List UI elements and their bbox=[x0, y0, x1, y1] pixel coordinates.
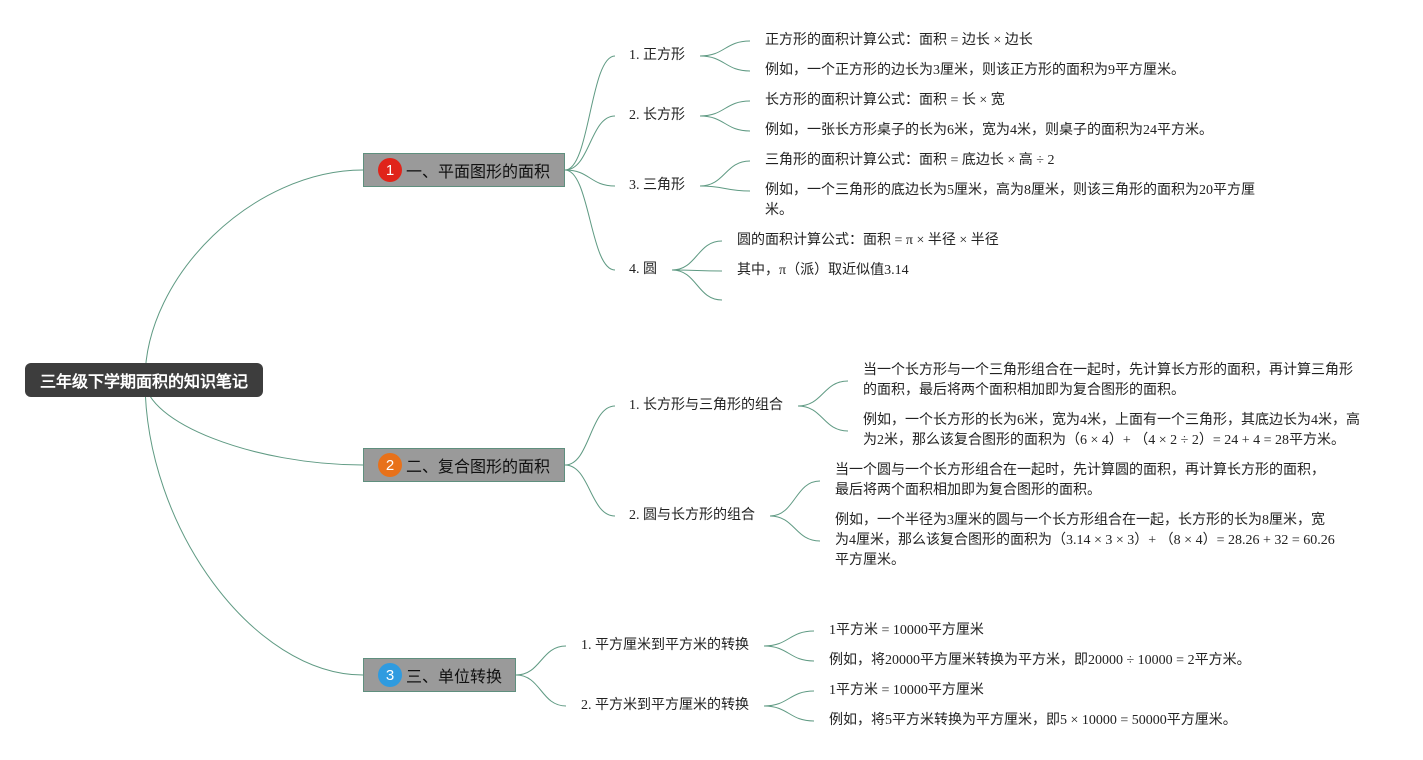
link-b3s2-l2 bbox=[763, 705, 815, 722]
link-b1s1-l2 bbox=[699, 55, 751, 72]
leaf-m2-cm2-example[interactable]: 例如，将5平方米转换为平方厘米，即5 × 10000 = 50000平方厘米。 bbox=[829, 713, 1237, 728]
link-b1s1-l1 bbox=[699, 40, 751, 57]
branch-topic-unit-conversion[interactable]: 3 三、单位转换 bbox=[363, 658, 516, 692]
link-b3-s1 bbox=[515, 645, 567, 676]
leaf-rect-tri-rule[interactable]: 当一个长方形与一个三角形组合在一起时，先计算长方形的面积，再计算三角形的面积，最… bbox=[863, 363, 1353, 398]
link-b2s2-l2 bbox=[769, 515, 821, 542]
link-b3-s2 bbox=[515, 674, 567, 707]
leaf-m2-cm2-rule[interactable]: 1平方米 = 10000平方厘米 bbox=[829, 683, 984, 698]
link-b3s1-l1 bbox=[763, 630, 815, 647]
branch-title: 一、平面图形的面积 bbox=[406, 164, 551, 181]
subtopic-rectangle[interactable]: 2. 长方形 bbox=[629, 108, 685, 123]
leaf-rect-tri-example[interactable]: 例如，一个长方形的长为6米，宽为4米，上面有一个三角形，其底边长为4米，高为2米… bbox=[863, 413, 1360, 448]
leaf-square-formula[interactable]: 正方形的面积计算公式：面积 = 边长 × 边长 bbox=[765, 33, 1033, 48]
subtopic-triangle[interactable]: 3. 三角形 bbox=[629, 178, 685, 193]
link-b1s4-l1 bbox=[671, 240, 723, 271]
link-b1s4-l3 bbox=[671, 269, 723, 301]
subtopic-circle[interactable]: 4. 圆 bbox=[629, 262, 657, 277]
leaf-rectangle-formula[interactable]: 长方形的面积计算公式：面积 = 长 × 宽 bbox=[765, 93, 1005, 108]
link-b3s2-l1 bbox=[763, 690, 815, 707]
link-root-branch-3 bbox=[144, 379, 364, 676]
link-b1s3-l1 bbox=[699, 160, 751, 187]
subtopic-circle-rectangle[interactable]: 2. 圆与长方形的组合 bbox=[629, 508, 755, 523]
link-b3s1-l2 bbox=[763, 645, 815, 662]
leaf-circle-rect-rule[interactable]: 当一个圆与一个长方形组合在一起时，先计算圆的面积，再计算长方形的面积，最后将两个… bbox=[835, 463, 1325, 498]
branch-title: 三、单位转换 bbox=[406, 669, 503, 686]
branch-topic-plane-area[interactable]: 1 一、平面图形的面积 bbox=[363, 153, 565, 187]
leaf-triangle-formula[interactable]: 三角形的面积计算公式：面积 = 底边长 × 高 ÷ 2 bbox=[765, 153, 1055, 168]
link-b2s1-l2 bbox=[797, 405, 849, 432]
leaf-circle-note[interactable]: 其中，π（派）取近似值3.14 bbox=[737, 263, 909, 278]
leaf-circle-rect-example[interactable]: 例如，一个半径为3厘米的圆与一个长方形组合在一起，长方形的长为8厘米，宽为4厘米… bbox=[835, 513, 1335, 568]
link-b2-s2 bbox=[564, 464, 616, 517]
subtopic-square[interactable]: 1. 正方形 bbox=[629, 48, 685, 63]
root-topic[interactable]: 三年级下学期面积的知识笔记 bbox=[25, 363, 263, 397]
link-root-branch-1 bbox=[144, 169, 364, 381]
link-b1-s1 bbox=[564, 55, 616, 171]
badge-number-1: 1 bbox=[378, 158, 402, 182]
branch-title: 二、复合图形的面积 bbox=[406, 459, 551, 476]
link-b1s2-l2 bbox=[699, 115, 751, 132]
link-b1-s3 bbox=[564, 169, 616, 187]
link-b2s1-l1 bbox=[797, 380, 849, 407]
link-b1-s2 bbox=[564, 115, 616, 171]
branch-topic-composite-area[interactable]: 2 二、复合图形的面积 bbox=[363, 448, 565, 482]
leaf-cm2-m2-rule[interactable]: 1平方米 = 10000平方厘米 bbox=[829, 623, 984, 638]
root-title: 三年级下学期面积的知识笔记 bbox=[39, 374, 248, 391]
link-b1s3-l2 bbox=[699, 185, 751, 192]
link-b2s2-l1 bbox=[769, 480, 821, 517]
badge-number-2: 2 bbox=[378, 453, 402, 477]
link-b1-s4 bbox=[564, 169, 616, 271]
badge-number-3: 3 bbox=[378, 663, 402, 687]
link-b1s2-l1 bbox=[699, 100, 751, 117]
link-b1s4-l2 bbox=[671, 269, 723, 272]
leaf-circle-formula[interactable]: 圆的面积计算公式：面积 = π × 半径 × 半径 bbox=[737, 233, 999, 248]
leaf-rectangle-example[interactable]: 例如，一张长方形桌子的长为6米，宽为4米，则桌子的面积为24平方米。 bbox=[765, 123, 1213, 138]
leaf-cm2-m2-example[interactable]: 例如，将20000平方厘米转换为平方米，即20000 ÷ 10000 = 2平方… bbox=[829, 653, 1251, 668]
link-b2-s1 bbox=[564, 405, 616, 466]
leaf-triangle-example[interactable]: 例如，一个三角形的底边长为5厘米，高为8厘米，则该三角形的面积为20平方厘米。 bbox=[765, 183, 1255, 218]
subtopic-cm2-to-m2[interactable]: 1. 平方厘米到平方米的转换 bbox=[581, 638, 749, 653]
subtopic-m2-to-cm2[interactable]: 2. 平方米到平方厘米的转换 bbox=[581, 698, 749, 713]
subtopic-rectangle-triangle[interactable]: 1. 长方形与三角形的组合 bbox=[629, 398, 783, 413]
leaf-square-example[interactable]: 例如，一个正方形的边长为3厘米，则该正方形的面积为9平方厘米。 bbox=[765, 63, 1185, 78]
